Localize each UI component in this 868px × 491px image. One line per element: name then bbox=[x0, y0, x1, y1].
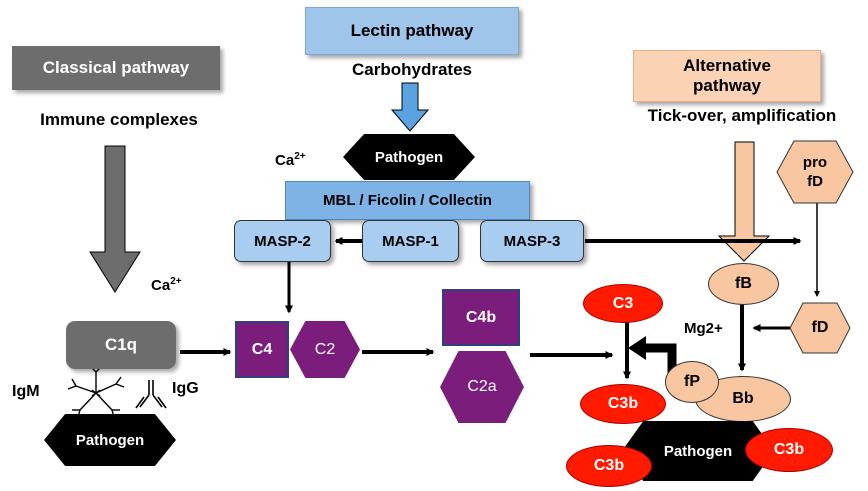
pro-fd-outline bbox=[776, 140, 854, 204]
fd-hexagon: fD bbox=[790, 303, 850, 353]
c2-hexagon: C2 bbox=[290, 321, 360, 378]
igg-label: IgG bbox=[172, 380, 199, 397]
classical-trigger-label: Immune complexes bbox=[40, 110, 198, 129]
calcium-label-lectin: Ca2+ bbox=[275, 151, 306, 169]
alternative-pathway-title-line2: pathway bbox=[692, 76, 762, 95]
fb-oval: fB bbox=[708, 263, 779, 305]
classical-pathway-box: Classical pathway bbox=[12, 46, 220, 90]
c3b-oval-convertase: C3b bbox=[580, 384, 666, 424]
pro-fd-hexagon: pro fD bbox=[777, 141, 853, 203]
alternative-trigger-label: Tick-over, amplification bbox=[647, 106, 837, 125]
igg-antibody-icon bbox=[135, 380, 167, 409]
c3-oval: C3 bbox=[583, 284, 663, 323]
igm-antibody-icon bbox=[67, 365, 125, 418]
calcium-label-classical: Ca2+ bbox=[151, 276, 182, 294]
igm-label: IgM bbox=[12, 383, 40, 400]
alternative-flow-arrow bbox=[717, 141, 771, 262]
c3b-oval-bottom-right: C3b bbox=[745, 428, 833, 472]
magnesium-label: Mg2+ bbox=[684, 320, 723, 337]
masp1-box: MASP-1 bbox=[362, 220, 459, 262]
classical-pathway-title: Classical pathway bbox=[42, 58, 190, 77]
fp-oval: fP bbox=[665, 361, 719, 403]
fd-outline bbox=[789, 302, 851, 354]
c1q-box: C1q bbox=[66, 321, 176, 369]
lectin-pathogen-hexagon: Pathogen bbox=[343, 134, 475, 180]
lectin-pathway-title: Lectin pathway bbox=[350, 21, 474, 40]
alternative-pathway-box: Alternative pathway bbox=[633, 50, 821, 102]
lectin-trigger-label: Carbohydrates bbox=[352, 60, 472, 79]
classical-flow-arrow bbox=[89, 145, 141, 293]
c4-box: C4 bbox=[235, 321, 289, 378]
masp2-box: MASP-2 bbox=[234, 220, 331, 262]
recognition-molecules-box: MBL / Ficolin / Collectin bbox=[285, 181, 530, 220]
masp3-box: MASP-3 bbox=[480, 220, 584, 262]
c3b-oval-bottom-left: C3b bbox=[566, 445, 652, 487]
alternative-pathway-title-line1: Alternative bbox=[683, 56, 771, 75]
lectin-pathway-box: Lectin pathway bbox=[305, 7, 519, 55]
classical-pathogen-hexagon: Pathogen bbox=[44, 414, 176, 466]
c2a-hexagon: C2a bbox=[440, 351, 524, 423]
lectin-flow-arrow bbox=[390, 82, 430, 132]
c4b-box: C4b bbox=[442, 289, 520, 346]
